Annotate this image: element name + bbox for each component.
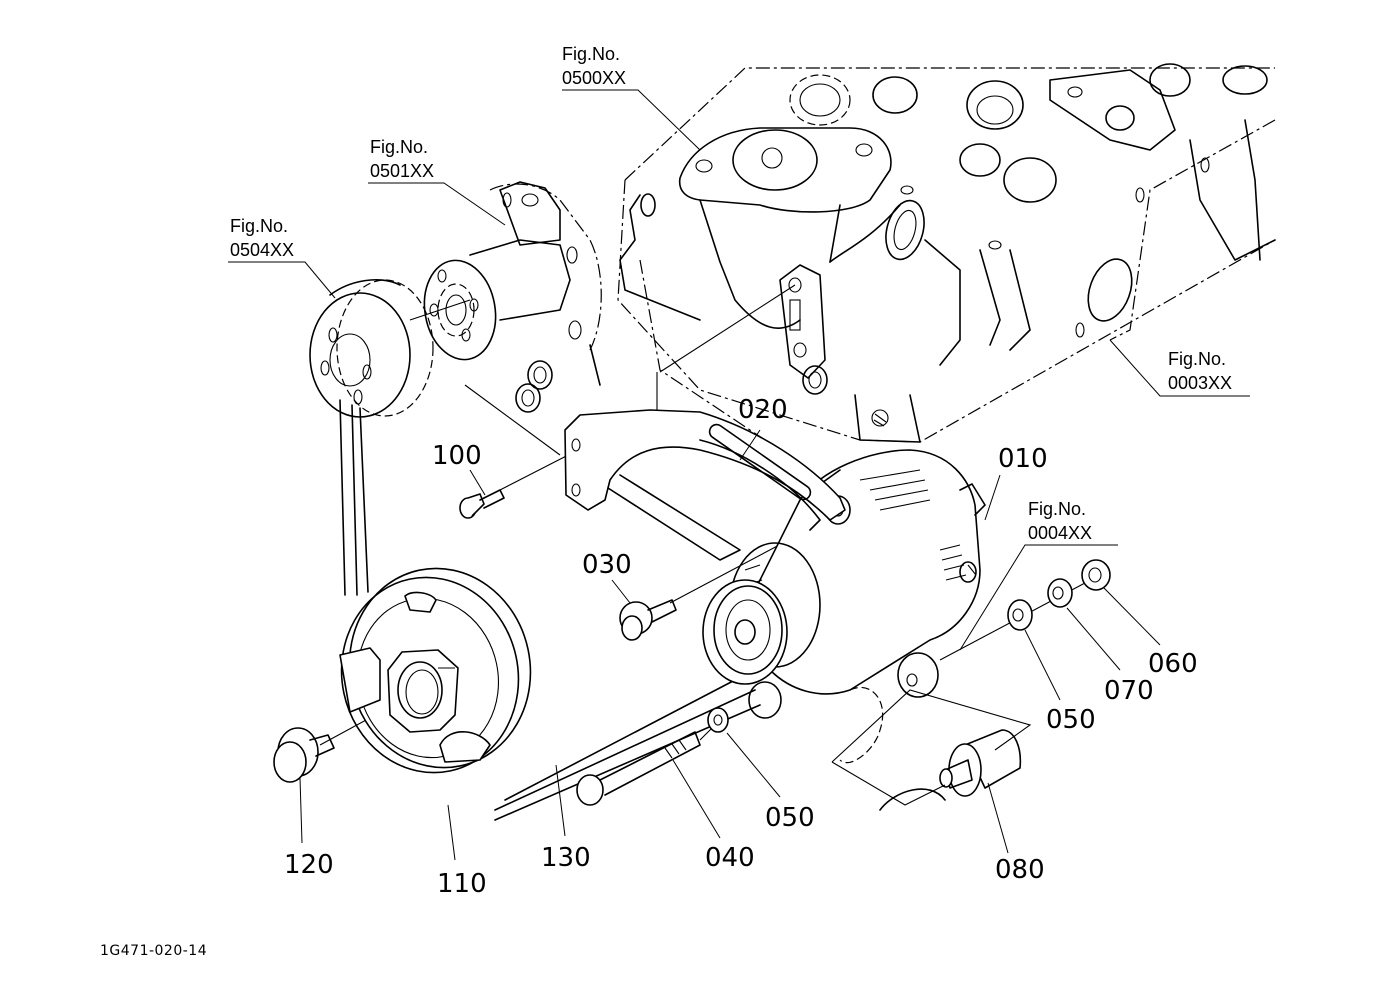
fig-ref-prefix: Fig.No. <box>562 44 620 64</box>
fig-ref-0003[interactable]: Fig.No. 0003XX <box>1168 349 1232 393</box>
spring-washer-070 <box>1047 578 1073 608</box>
callout-030[interactable]: 030 <box>582 550 632 580</box>
fig-ref-prefix: Fig.No. <box>1168 349 1226 369</box>
fig-ref-number[interactable]: 0504XX <box>230 240 294 260</box>
washer-050-left <box>707 707 729 733</box>
callout-050-right[interactable]: 050 <box>1046 705 1096 735</box>
water-pump-reference <box>423 181 602 413</box>
nut-060 <box>1081 559 1111 591</box>
callout-100[interactable]: 100 <box>432 441 482 471</box>
bolt-040 <box>576 731 701 806</box>
callout-070[interactable]: 070 <box>1104 676 1154 706</box>
part-callouts: 010 020 030 040 050 050 060 070 080 100 … <box>284 395 1198 899</box>
fig-ref-0504[interactable]: Fig.No. 0504XX <box>230 216 294 260</box>
fig-ref-number[interactable]: 0501XX <box>370 161 434 181</box>
fig-ref-number[interactable]: 0003XX <box>1168 373 1232 393</box>
fig-ref-number[interactable]: 0004XX <box>1028 523 1092 543</box>
callout-110[interactable]: 110 <box>437 869 487 899</box>
drawing-code: 1G471-020-14 <box>100 943 207 959</box>
cylinder-head-reference <box>617 63 1276 443</box>
fig-ref-prefix: Fig.No. <box>370 137 428 157</box>
bolt-100 <box>459 489 505 519</box>
fan-pulley-reference <box>309 279 434 418</box>
callout-010[interactable]: 010 <box>998 444 1048 474</box>
crank-pulley <box>339 567 532 774</box>
fig-ref-0500[interactable]: Fig.No. 0500XX <box>562 44 626 88</box>
engine-block-fragment <box>831 686 1032 811</box>
callout-130[interactable]: 130 <box>541 843 591 873</box>
fig-ref-0501[interactable]: Fig.No. 0501XX <box>370 137 434 181</box>
fig-ref-prefix: Fig.No. <box>230 216 288 236</box>
leader-lines <box>228 89 1250 861</box>
callout-050-left[interactable]: 050 <box>765 803 815 833</box>
callout-060[interactable]: 060 <box>1148 649 1198 679</box>
callout-020[interactable]: 020 <box>738 395 788 425</box>
callout-080[interactable]: 080 <box>995 855 1045 885</box>
alternator-bracket <box>564 409 846 561</box>
callout-120[interactable]: 120 <box>284 850 334 880</box>
fig-ref-number[interactable]: 0500XX <box>562 68 626 88</box>
fig-ref-0004[interactable]: Fig.No. 0004XX <box>1028 499 1092 543</box>
callout-040[interactable]: 040 <box>705 843 755 873</box>
washer-050-right <box>1007 599 1033 631</box>
alternator <box>702 449 986 719</box>
bolt-030 <box>619 599 677 641</box>
collar-080 <box>939 729 1022 797</box>
fig-ref-prefix: Fig.No. <box>1028 499 1086 519</box>
bolt-120 <box>273 727 335 783</box>
